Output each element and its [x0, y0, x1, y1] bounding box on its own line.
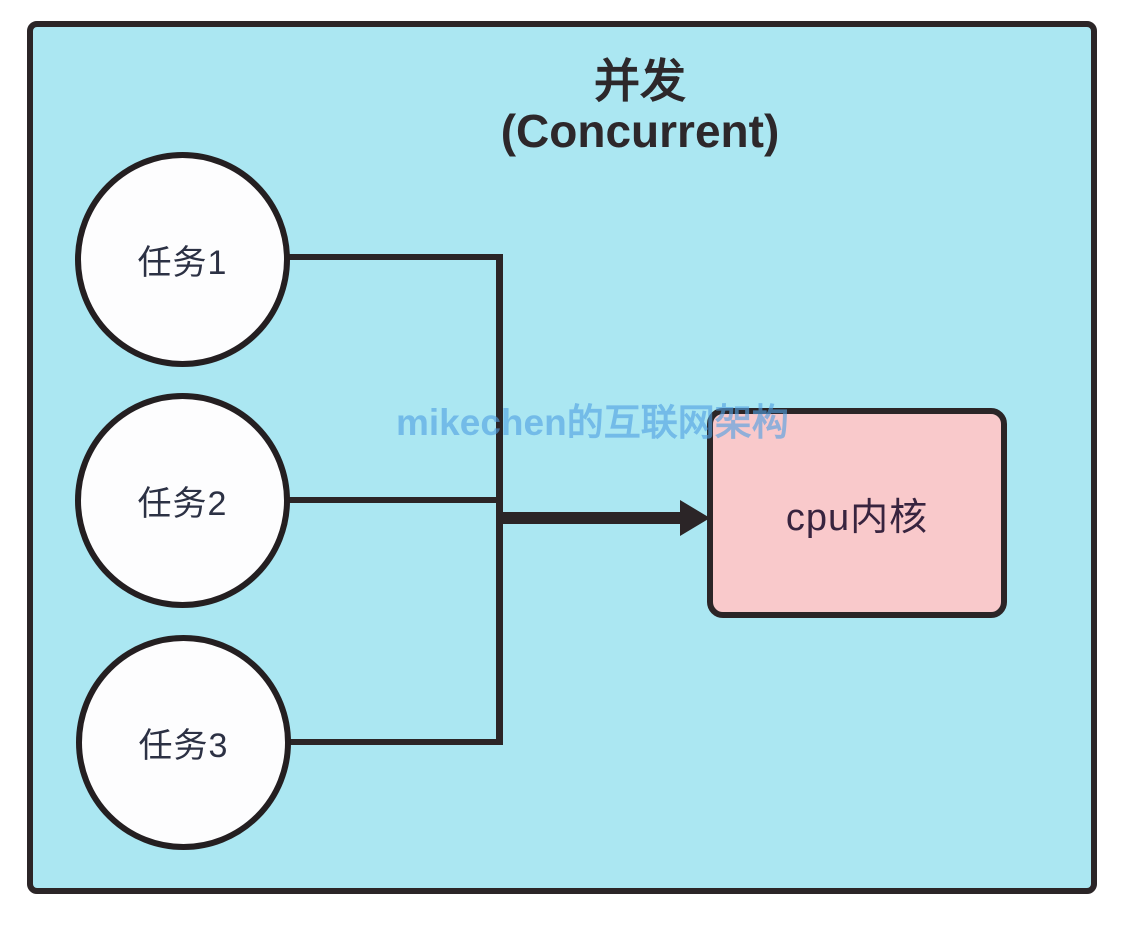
task-node-1: 任务1: [75, 152, 290, 367]
task-node-3-label: 任务3: [138, 727, 229, 765]
task-node-3: 任务3: [76, 635, 291, 850]
diagram-title-line1: 并发: [594, 55, 686, 107]
connector-vertical-bus: [496, 254, 503, 745]
task-node-1-label: 任务1: [137, 244, 228, 282]
arrow-to-cpu-head-icon: [680, 500, 710, 536]
connector-task2-line: [286, 497, 502, 503]
diagram-title: 并发 (Concurrent): [430, 56, 850, 156]
connector-task3-line: [288, 739, 502, 745]
cpu-core-label: cpu内核: [785, 496, 929, 539]
diagram-title-line2: (Concurrent): [500, 105, 780, 157]
connector-task1-line: [286, 254, 502, 260]
task-node-2: 任务2: [75, 393, 290, 608]
task-node-2-label: 任务2: [137, 485, 228, 523]
cpu-core-node: cpu内核: [707, 408, 1007, 618]
arrow-to-cpu-shaft: [500, 512, 682, 524]
